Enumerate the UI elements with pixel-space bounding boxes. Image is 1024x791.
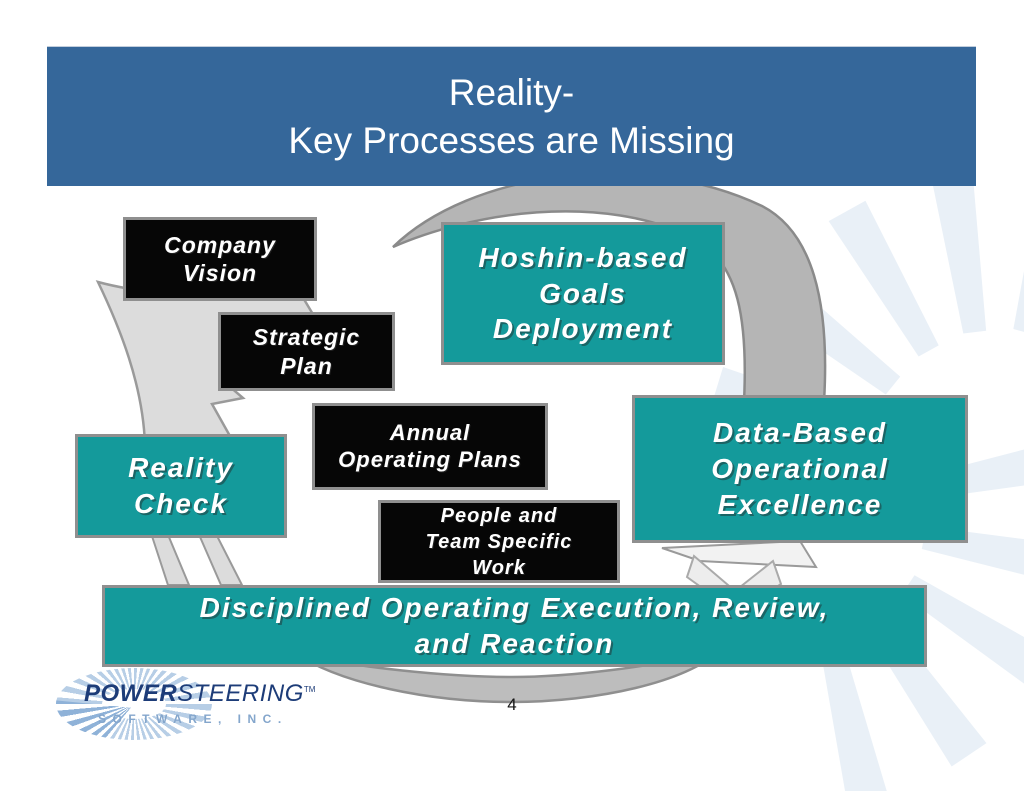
box-reality-check: Reality Check	[75, 434, 287, 538]
box-reality-check-label: Reality Check	[128, 452, 234, 519]
box-disciplined-execution-label: Disciplined Operating Execution, Review,…	[199, 591, 830, 659]
logo-text-power: POWER	[84, 680, 178, 707]
powersteering-logo: POWERSTEERINGTM SOFTWARE, INC.	[56, 660, 366, 755]
box-strategic-plan-label: Strategic Plan	[252, 324, 361, 379]
box-annual-operating-plans-label: Annual Operating Plans	[338, 419, 522, 472]
box-company-vision-label: Company Vision	[164, 231, 276, 286]
title-banner: Reality- Key Processes are Missing	[47, 46, 976, 186]
box-hoshin-goals-label: Hoshin-based Goals Deployment	[478, 241, 688, 345]
page-number: 4	[507, 695, 517, 714]
box-annual-operating-plans: Annual Operating Plans	[312, 403, 548, 490]
logo-subtitle: SOFTWARE, INC.	[98, 712, 288, 726]
slide-title-line1: Reality-	[448, 71, 575, 113]
logo-text-steering: STEERING	[177, 680, 304, 707]
cycle-ribbon-arrow-1	[661, 539, 818, 569]
box-people-team-work-label: People and Team Specific Work	[425, 504, 573, 579]
box-strategic-plan: Strategic Plan	[218, 312, 395, 391]
cycle-arrow-tail-1	[148, 529, 191, 586]
box-people-team-work: People and Team Specific Work	[378, 500, 620, 583]
box-disciplined-execution: Disciplined Operating Execution, Review,…	[102, 585, 927, 667]
box-hoshin-goals: Hoshin-based Goals Deployment	[441, 222, 725, 365]
cycle-arrow-tail-2	[195, 529, 244, 586]
slide-title-line2: Key Processes are Missing	[288, 119, 735, 161]
logo-text: POWERSTEERINGTM	[84, 680, 315, 708]
box-data-based-excellence: Data-Based Operational Excellence	[632, 395, 968, 543]
box-company-vision: Company Vision	[123, 217, 317, 301]
logo-trademark: TM	[303, 685, 316, 694]
box-data-based-excellence-label: Data-Based Operational Excellence	[711, 417, 889, 520]
